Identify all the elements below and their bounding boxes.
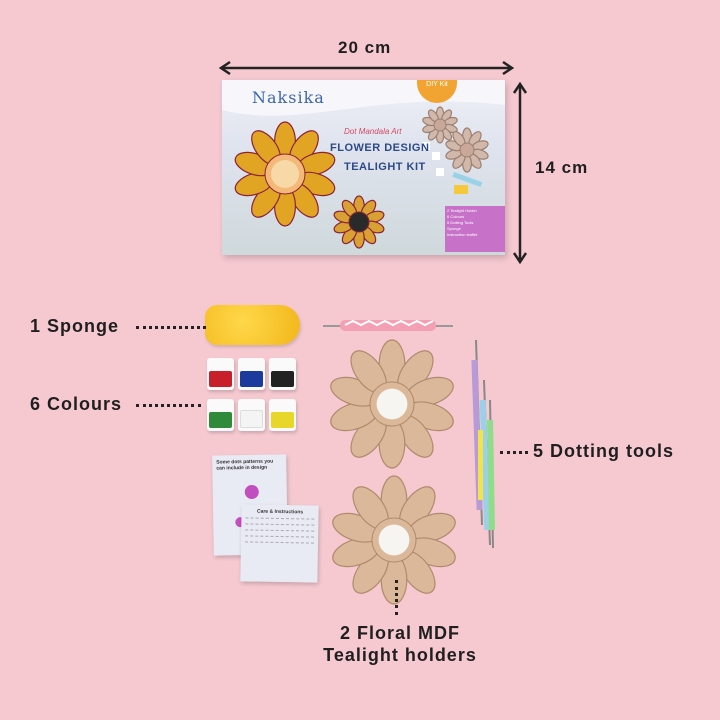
brand-logo: Naksika xyxy=(252,88,325,107)
dotting-tools-vertical xyxy=(471,339,495,549)
box-title-line2: TEALIGHT KIT xyxy=(344,161,426,173)
box-tagline: Dot Mandala Art xyxy=(344,127,402,136)
tealight-candle xyxy=(378,524,410,556)
box-artwork xyxy=(222,80,505,249)
flower-center xyxy=(433,118,447,132)
paint-jar-white xyxy=(238,399,265,431)
width-label: 20 cm xyxy=(338,38,392,57)
tools-leader-dots xyxy=(500,451,528,454)
dotting-tools-label: 5 Dotting tools xyxy=(533,441,674,461)
paint-jar-blue xyxy=(238,358,265,390)
sponge-leader-dots xyxy=(136,326,206,329)
diy-badge: DIY Kit xyxy=(417,80,457,103)
mdf-tealight-holder xyxy=(332,475,456,605)
flower-center xyxy=(459,142,475,158)
mdf-tealight-holder xyxy=(330,339,454,469)
paint-jar-green xyxy=(207,399,234,431)
product-box: Naksika DIY Kit Dot Mandala Art FLOWER D… xyxy=(222,80,505,255)
care-instructions-card: Care & Instructions xyxy=(240,504,319,583)
flower-center xyxy=(348,211,370,233)
sponge-label: 1 Sponge xyxy=(30,316,120,336)
holders-leader-dots xyxy=(395,580,398,615)
paint-jar-red xyxy=(207,358,234,390)
paint-jar-yellow xyxy=(269,399,296,431)
box-title-line1: FLOWER DESIGN xyxy=(330,142,430,154)
tealight-candle xyxy=(271,160,299,188)
height-label: 14 cm xyxy=(535,158,589,177)
holders-label-line1: 2 Floral MDF xyxy=(339,623,460,643)
paint-jars xyxy=(207,358,302,434)
dotting-tool-horizontal xyxy=(323,319,453,331)
tealight-candle xyxy=(376,388,408,420)
holders-label-line2: Tealight holders xyxy=(323,645,477,665)
sponge xyxy=(205,305,300,345)
paint-jar-black xyxy=(269,358,296,390)
colours-leader-dots xyxy=(136,404,201,407)
colours-label: 6 Colours xyxy=(30,394,123,414)
